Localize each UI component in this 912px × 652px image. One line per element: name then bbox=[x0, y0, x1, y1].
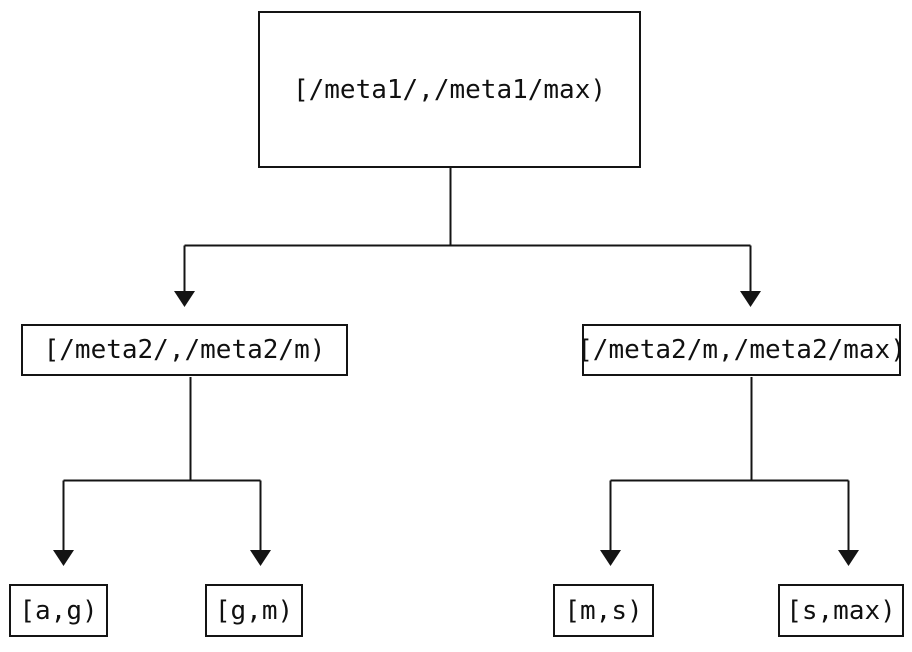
node-root-label: [/meta1/,/meta1/max) bbox=[292, 74, 607, 105]
node-leaf-ms-label: [m,s) bbox=[564, 595, 643, 626]
node-leaf-ag[interactable]: [a,g) bbox=[9, 584, 108, 637]
node-root[interactable]: [/meta1/,/meta1/max) bbox=[258, 11, 641, 168]
node-leaf-gm[interactable]: [g,m) bbox=[205, 584, 303, 637]
node-leaf-ms[interactable]: [m,s) bbox=[553, 584, 654, 637]
arrowhead-to-leaf-smax bbox=[838, 550, 859, 566]
node-leaf-smax-label: [s,max) bbox=[786, 595, 896, 626]
arrowhead-to-leaf-gm bbox=[250, 550, 271, 566]
arrowhead-to-leaf-ag bbox=[53, 550, 74, 566]
node-mid-right[interactable]: [/meta2/m,/meta2/max) bbox=[577, 324, 906, 376]
arrowhead-to-mid-left bbox=[174, 291, 195, 307]
node-mid-right-label: [/meta2/m,/meta2/max) bbox=[577, 335, 906, 365]
arrowhead-to-leaf-ms bbox=[600, 550, 621, 566]
arrowhead-to-mid-right bbox=[740, 291, 761, 307]
node-leaf-ag-label: [a,g) bbox=[19, 595, 98, 626]
node-mid-left[interactable]: [/meta2/,/meta2/m) bbox=[21, 324, 348, 376]
node-mid-left-label: [/meta2/,/meta2/m) bbox=[43, 335, 326, 365]
node-leaf-gm-label: [g,m) bbox=[214, 595, 294, 626]
node-leaf-smax[interactable]: [s,max) bbox=[778, 584, 904, 637]
